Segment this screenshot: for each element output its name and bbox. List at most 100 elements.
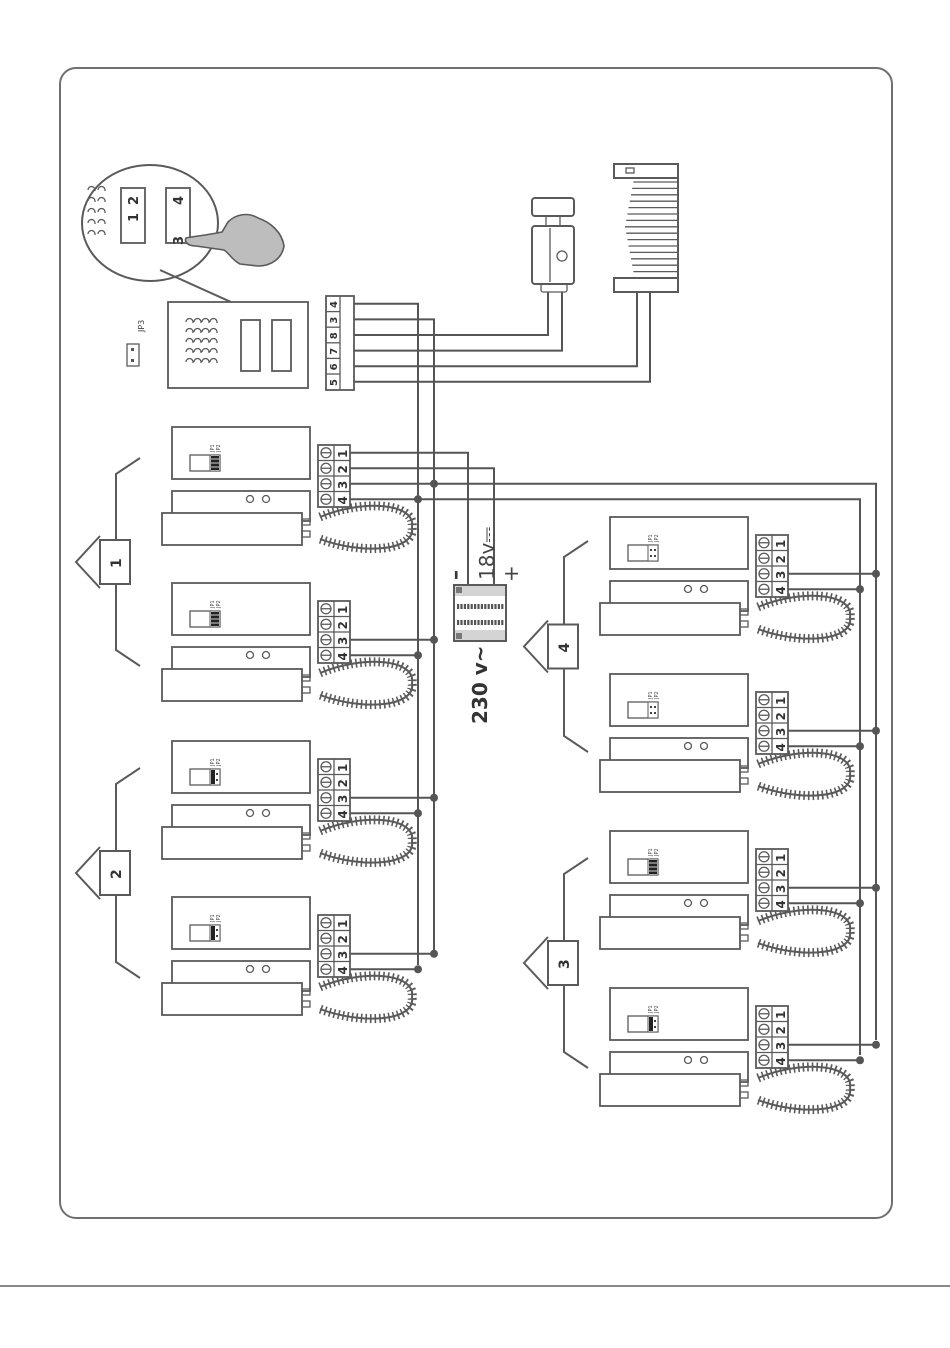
terminal-label-2: 2 xyxy=(336,621,350,629)
junction-dot xyxy=(872,727,880,735)
marker-arrow xyxy=(76,536,100,588)
terminal-label-4: 4 xyxy=(336,652,350,660)
jumper-pin xyxy=(216,935,218,937)
jp2-label: JP2 xyxy=(654,1005,660,1014)
jumper-cap xyxy=(211,770,215,784)
wire-bus-3 xyxy=(354,319,434,950)
call-button-2[interactable] xyxy=(272,320,291,371)
psu-pin xyxy=(501,604,503,609)
bracket-line xyxy=(116,768,140,851)
apartment-label: 4 xyxy=(557,643,573,653)
bracket-line xyxy=(116,584,140,666)
apartment-marker-3: 3 xyxy=(524,858,588,1068)
jp3-jumper[interactable]: JP3 xyxy=(127,320,146,366)
psu-pin xyxy=(457,620,459,625)
bracket-line xyxy=(564,985,588,1068)
terminal-label-2: 2 xyxy=(774,712,788,720)
handset-receiver[interactable] xyxy=(600,760,740,792)
wire-bus-4 xyxy=(354,304,418,965)
coiled-cord-turns xyxy=(320,820,412,863)
psu-pin xyxy=(460,604,462,609)
wire-lock-7 xyxy=(354,292,562,351)
cord-plug xyxy=(740,935,748,941)
panel-terminal-5: 5 xyxy=(329,379,340,386)
psu-pin xyxy=(477,604,479,609)
jp2-label: JP2 xyxy=(654,691,660,700)
psu-pin xyxy=(467,620,469,625)
handset-receiver[interactable] xyxy=(162,669,302,701)
terminal-label-2: 2 xyxy=(336,779,350,787)
psu-pin xyxy=(484,604,486,609)
wire-lock-8 xyxy=(354,292,548,335)
call-button-1[interactable] xyxy=(241,320,260,371)
terminal-label-1: 1 xyxy=(774,697,788,705)
terminal-label-3: 3 xyxy=(336,481,350,489)
psu-pin xyxy=(464,620,466,625)
grille-hole xyxy=(88,220,95,225)
jumper-pin xyxy=(654,1026,656,1028)
psu-pin xyxy=(467,604,469,609)
jumper-pin xyxy=(654,706,656,708)
jumper-block[interactable] xyxy=(648,545,658,561)
handset-receiver[interactable] xyxy=(162,513,302,545)
handset-receiver[interactable] xyxy=(162,827,302,859)
bracket-line xyxy=(564,858,588,941)
grille-hole xyxy=(98,220,105,225)
terminal-label-1: 1 xyxy=(336,606,350,614)
junction-dot xyxy=(430,794,438,802)
marker-arrow xyxy=(76,847,100,899)
cord-plug xyxy=(302,1001,310,1007)
bracket-line xyxy=(116,895,140,978)
apartment-marker-4: 4 xyxy=(524,541,588,752)
panel-terminal-4: 4 xyxy=(329,301,340,308)
apartment-label: 3 xyxy=(557,959,573,969)
psu-output-label: 18v⎓ xyxy=(475,527,499,580)
psu-pin xyxy=(460,620,462,625)
psu-pin xyxy=(498,620,500,625)
junction-dot xyxy=(872,884,880,892)
terminal-label-2: 2 xyxy=(774,869,788,877)
panel-terminal-6: 6 xyxy=(329,363,340,370)
grille-hole xyxy=(88,198,95,203)
junction-dot xyxy=(872,1041,880,1049)
pointing-hand-icon xyxy=(185,215,284,266)
psu-pin xyxy=(464,604,466,609)
jumper-pin xyxy=(216,773,218,775)
terminal-label-1: 1 xyxy=(774,854,788,862)
cord-plug xyxy=(302,687,310,693)
grille-hole xyxy=(98,209,105,214)
psu-pin xyxy=(488,604,490,609)
junction-dot xyxy=(856,899,864,907)
psu-pin xyxy=(474,604,476,609)
grille-hole xyxy=(98,231,105,235)
cord-plug xyxy=(740,778,748,784)
psu-pin xyxy=(474,620,476,625)
grille-hole xyxy=(98,187,105,191)
terminal-label-2: 2 xyxy=(774,1026,788,1034)
terminal-label-1: 1 xyxy=(336,920,350,928)
jumper-pin xyxy=(654,555,656,557)
psu-pin xyxy=(457,604,459,609)
handset-receiver[interactable] xyxy=(600,603,740,635)
psu-pin xyxy=(481,604,483,609)
jumper-block[interactable] xyxy=(648,702,658,718)
handset-receiver[interactable] xyxy=(162,983,302,1015)
door-unit-icon xyxy=(614,164,678,292)
grille-hole xyxy=(88,209,95,214)
psu-pin xyxy=(498,604,500,609)
jp3-label: JP3 xyxy=(137,320,146,333)
grille-hole xyxy=(88,231,95,235)
terminal-label-3: 3 xyxy=(336,951,350,959)
coiled-cord-turns xyxy=(758,910,850,953)
handset-receiver[interactable] xyxy=(600,1074,740,1106)
jumper-cap xyxy=(211,926,215,940)
handset-receiver[interactable] xyxy=(600,917,740,949)
